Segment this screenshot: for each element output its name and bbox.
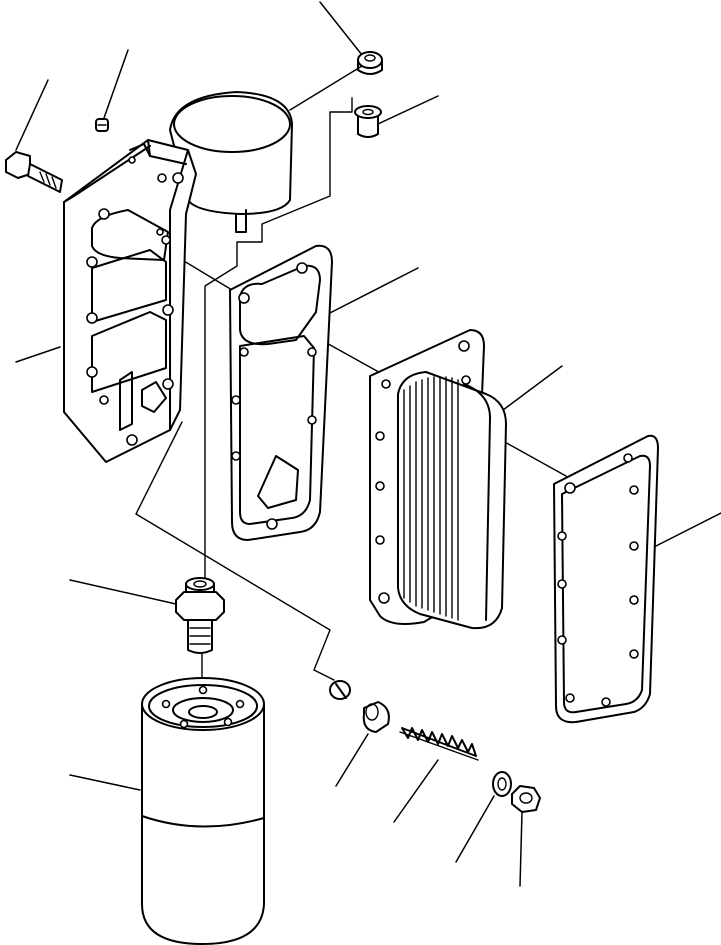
axis-valve-path xyxy=(135,421,335,681)
bolt-icon xyxy=(5,151,63,193)
leader-gasket-front xyxy=(325,267,419,316)
leader-cooler xyxy=(502,365,563,411)
housing-dome xyxy=(169,91,293,215)
leader-plug-bottom xyxy=(519,811,523,887)
washer-icon xyxy=(492,771,512,797)
oil-cooler-element xyxy=(369,329,507,630)
spring-icon xyxy=(399,727,479,761)
leader-lines xyxy=(15,1,721,887)
leader-plug-top xyxy=(319,1,363,56)
axis-nipple-path xyxy=(204,97,353,581)
leader-filter xyxy=(69,774,141,791)
leader-valve xyxy=(335,733,369,787)
nipple-icon xyxy=(354,105,382,138)
plug-top-icon xyxy=(357,51,383,75)
leader-connector xyxy=(69,579,177,605)
leader-nipple xyxy=(377,95,439,125)
leader-dowel xyxy=(103,49,129,119)
oil-filter-icon xyxy=(141,677,265,945)
connector-icon xyxy=(175,577,225,654)
dowel-icon xyxy=(95,118,109,132)
leader-washer xyxy=(455,795,495,863)
axis-plug-top xyxy=(289,65,363,111)
oil-cooler-housing xyxy=(63,91,293,463)
leader-gasket-rear xyxy=(651,512,721,549)
valve-icon xyxy=(329,680,390,733)
leader-bolt xyxy=(15,79,49,151)
leader-spring xyxy=(393,759,439,823)
gasket-rear xyxy=(553,434,659,724)
plug-bottom-icon xyxy=(511,785,541,813)
gasket-front xyxy=(229,244,333,541)
leader-housing xyxy=(15,346,61,363)
